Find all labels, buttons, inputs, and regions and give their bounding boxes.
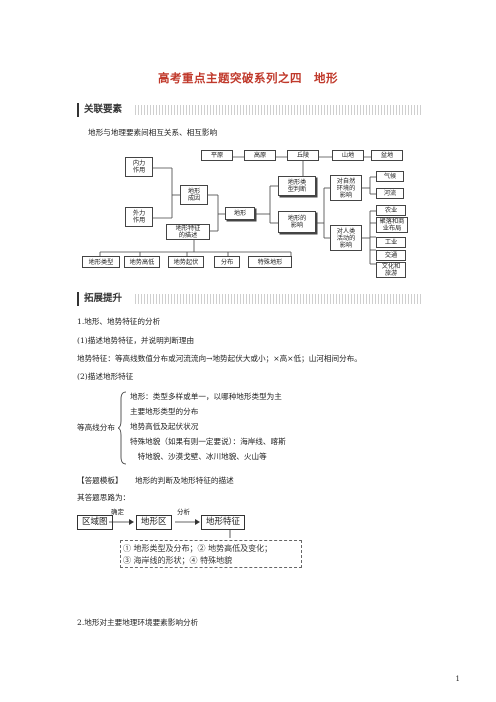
flow-box-landform-features: 地形特征 [201, 515, 246, 530]
answer-box: ① 地形类型及分布；② 地势高低及变化； ③ 海岸线的形状；④ 特殊地貌 [120, 540, 302, 568]
template-heading: 【答题模板】 地形的判断及地形特征的描述 [77, 475, 234, 486]
section-label: 关联要素 [77, 103, 123, 117]
desc-box: 地形特征 的描述 [166, 224, 210, 240]
paragraph-3: (2)描述地形特征 [77, 372, 134, 381]
contour-item: 地形：类型多样或单一，以哪种地形类型为主 [130, 392, 282, 401]
answer-line: ① 地形类型及分布；② 地势高低及变化； [123, 544, 273, 553]
contour-label: 等高线分布 [77, 423, 115, 432]
bottom-box-distribution: 分布 [214, 256, 240, 268]
section-stripe [135, 294, 423, 304]
bottom-box-relief: 地势起伏 [168, 256, 204, 268]
origin-box: 地形 成因 [180, 185, 208, 205]
section-header-extension: 拓展提升 [77, 292, 423, 306]
type-box-hills: 丘陵 [287, 150, 319, 161]
contour-item: 主要地形类型的分布 [130, 407, 199, 416]
item-transport: 交通 [376, 250, 406, 261]
type-box-plain: 平原 [201, 150, 233, 161]
answer-line: ③ 海岸线的形状；④ 特殊地貌 [123, 556, 233, 565]
concept-diagram: 平原 高原 丘陵 山地 盆地 内力 作用 外力 作用 地形 成因 地形特征 的描… [80, 143, 420, 278]
page-title: 高考重点主题突破系列之四 地形 [158, 71, 338, 85]
item-culture-tourism: 文化和 旅游 [376, 262, 406, 278]
bottom-box-landform-type: 地形类型 [82, 256, 120, 268]
type-box-mountains: 山地 [332, 150, 364, 161]
arrow-down-icon [229, 530, 231, 538]
curly-brace [118, 391, 127, 465]
bottom-box-elevation: 地势高低 [124, 256, 160, 268]
item-settlement: 聚落和商 业布局 [376, 217, 408, 233]
paragraph-1: (1)描述地势特征，并说明判断理由 [77, 336, 195, 345]
outer-force-box: 外力 作用 [125, 207, 153, 227]
flow-arrow-label-analyze: 分析 [177, 508, 190, 516]
heading-1: 1.地形、地势特征的分析 [77, 317, 161, 326]
nature-influence-box: 对自然 环境的 影响 [330, 175, 362, 201]
human-influence-box: 对人类 活动的 影响 [330, 225, 362, 251]
flow-box-landform-region: 地形区 [136, 515, 172, 530]
type-box-plateau: 高原 [244, 150, 276, 161]
section-label: 拓展提升 [77, 292, 123, 306]
contour-item: 特殊地貌（如果有则一定要说）：海岸线、喀斯 [130, 437, 286, 446]
type-box-basin: 盆地 [371, 150, 403, 161]
center-landform-box: 地形 [225, 207, 255, 220]
item-agriculture: 农业 [376, 205, 406, 216]
bottom-box-special: 特殊地形 [248, 256, 292, 268]
item-industry: 工业 [376, 237, 406, 248]
arrow-icon [175, 519, 200, 525]
section-stripe [135, 105, 423, 115]
contour-item: 地势高低及起伏状况 [130, 422, 199, 431]
inner-force-box: 内力 作用 [125, 157, 153, 177]
item-river: 河流 [376, 188, 404, 199]
section-intro: 地形与地理要素间相互关系、相互影响 [88, 128, 218, 137]
type-judge-box: 地形类 型判断 [278, 176, 316, 196]
page-number: 1 [455, 675, 460, 683]
heading-2: 2.地形对主要地理环境要素影响分析 [77, 618, 199, 627]
paragraph-2: 地势特征：等高线数值分布或河流流向→地势起伏大或小；×高×低；山河相间分布。 [77, 354, 362, 363]
template-tag: 【答题模板】 [77, 476, 123, 485]
template-title: 地形的判断及地形特征的描述 [134, 476, 234, 485]
flow-box-region-map: 区域图 [77, 515, 113, 530]
template-intro: 其答题思路为： [77, 493, 131, 502]
flow-arrow-label-determine: 确定 [111, 508, 124, 516]
contour-item: 特地貌、沙漠戈壁、冰川地貌、火山等 [130, 452, 267, 461]
item-climate: 气候 [376, 171, 404, 182]
section-header-related-elements: 关联要素 [77, 103, 423, 117]
influence-box: 地形的 影响 [278, 211, 316, 233]
arrow-icon [109, 519, 134, 525]
